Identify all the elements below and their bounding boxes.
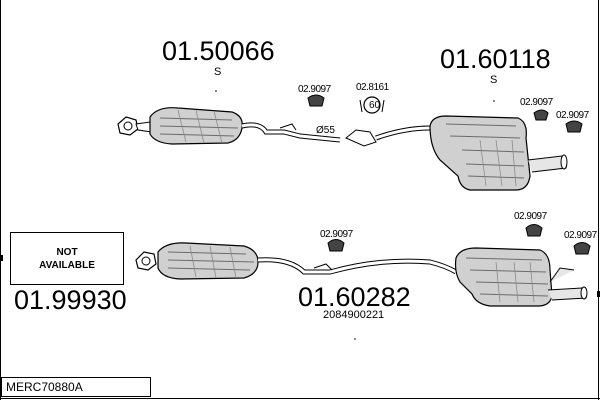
label-clamp: 02.8161 [356, 82, 390, 93]
not-available-line2: AVAILABLE [39, 259, 95, 271]
hanger-a-icon [307, 94, 325, 107]
hanger-c-icon [565, 120, 583, 133]
reference-code: MERC70880A [6, 380, 83, 394]
part-sub-rear-upper: S [490, 74, 497, 86]
front-flange-upper [117, 116, 153, 136]
pipe-joint-upper [345, 129, 377, 147]
part-number-front-upper: 01.50066 [162, 36, 275, 66]
label-clamp-size: 60 [369, 100, 381, 111]
label-hanger-b: 02.9097 [520, 97, 554, 108]
not-available-box: NOT AVAILABLE [10, 232, 124, 285]
part-number-rear-upper: 01.60118 [440, 44, 551, 74]
front-silencer-lower [157, 242, 259, 280]
label-hanger-f: 02.9097 [564, 230, 598, 241]
part-number-rear-lower: 01.60282 [298, 282, 411, 312]
hanger-d-icon [327, 239, 345, 252]
front-flange-lower [135, 251, 157, 271]
label-hanger-c: 02.9097 [556, 110, 590, 121]
clamp-icon [359, 96, 385, 114]
front-silencer-upper [149, 107, 243, 145]
label-hanger-d: 02.9097 [320, 229, 354, 240]
label-pipe-diameter: Ø55 [316, 125, 335, 136]
part-sub-rear-lower: 2084900221 [323, 309, 384, 321]
hanger-e-icon [525, 224, 543, 237]
hanger-b-icon [533, 109, 549, 121]
lower-exhaust-system [135, 224, 591, 307]
label-hanger-a: 02.9097 [298, 84, 332, 95]
upper-exhaust-system [117, 94, 583, 191]
not-available-line1: NOT [56, 246, 78, 258]
label-hanger-e: 02.9097 [514, 211, 548, 222]
part-sub-front-upper: S [214, 66, 221, 78]
reference-code-box: MERC70880A [1, 377, 151, 397]
rear-silencer-lower [454, 247, 588, 307]
hanger-f-icon [573, 242, 591, 255]
rear-silencer-upper [429, 115, 568, 191]
part-number-left-unavailable: 01.99930 [14, 285, 127, 315]
